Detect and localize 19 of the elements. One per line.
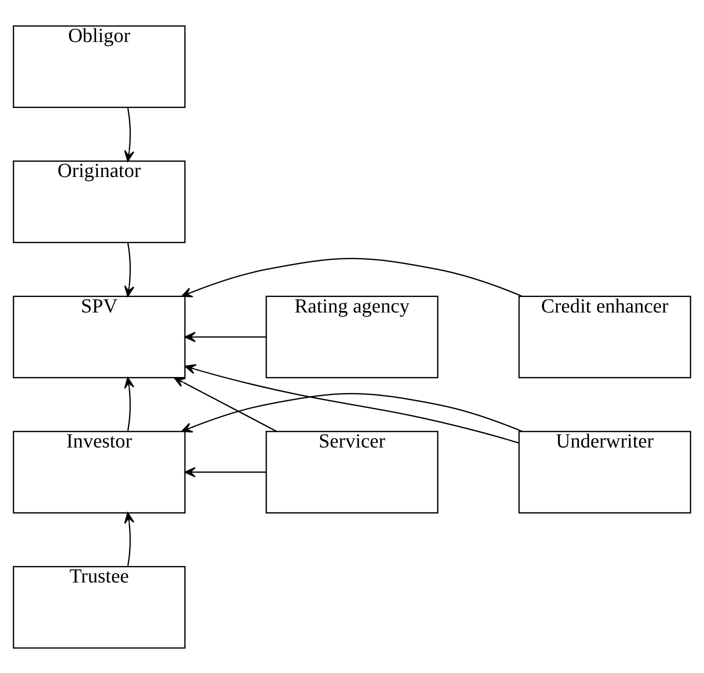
arrow — [124, 376, 134, 431]
arrow — [181, 257, 522, 297]
arrow — [181, 392, 522, 432]
node-box: SPV — [12, 295, 186, 378]
node-box: Credit enhancer — [518, 295, 692, 378]
arrow — [124, 106, 134, 162]
arrow — [184, 331, 266, 342]
arrow — [174, 376, 277, 432]
arrow — [184, 466, 266, 477]
node-box: Obligor — [12, 24, 186, 108]
node-box: Investor — [12, 430, 186, 513]
arrow — [124, 512, 134, 566]
node-box: Originator — [12, 160, 186, 243]
arrow — [184, 364, 519, 443]
node-box: Trustee — [12, 566, 186, 648]
node-box: Servicer — [266, 430, 438, 513]
node-box: Underwriter — [518, 430, 692, 513]
node-box: Rating agency — [266, 295, 438, 378]
arrow — [124, 242, 134, 296]
